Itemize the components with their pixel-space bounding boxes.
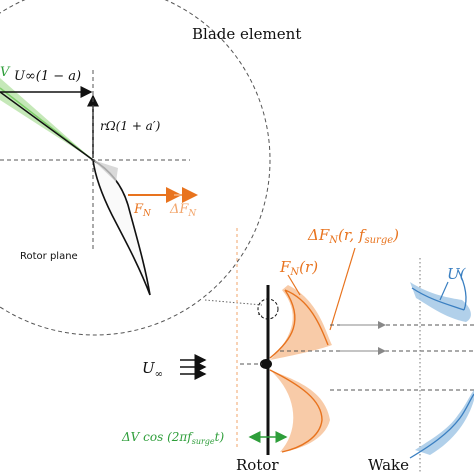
inset-fn-label: FN <box>133 202 152 219</box>
force-band-upper <box>270 285 332 360</box>
axial-velocity-label: U∞(1 − a) <box>14 69 81 84</box>
wake-curve-upper <box>411 269 467 311</box>
wake-label: Wake <box>368 456 409 474</box>
inflow-velocity-cone <box>0 78 93 160</box>
rotor-label: Rotor <box>236 456 279 474</box>
force-band-lower <box>270 370 330 452</box>
rotor-zoom-circle <box>257 298 279 320</box>
connector-line-upper <box>204 299 263 306</box>
wake-leader-line <box>439 281 449 301</box>
force-curve-upper <box>269 289 329 359</box>
dfn-leader-line <box>329 247 356 331</box>
airfoil-profile <box>91 158 151 296</box>
surge-velocity-label: ΔV cos (2πfsurget) <box>121 430 224 446</box>
rotor-hub <box>260 359 272 369</box>
dfn-main-label: ΔFN(r, fsurge) <box>307 226 399 246</box>
inset-circle <box>0 0 271 336</box>
force-curve-lower <box>269 369 323 453</box>
fn-main-label: FN(r) <box>279 258 318 278</box>
connector-line-lower <box>257 313 263 317</box>
relative-velocity-line <box>0 91 94 161</box>
wake-curve-lower <box>409 393 474 459</box>
partial-v-label: V <box>0 65 11 80</box>
tangential-velocity-label: rΩ(1 + a′) <box>100 119 161 133</box>
fn-leader-line <box>287 274 301 296</box>
freestream-label: U∞ <box>142 359 163 380</box>
rotor-plane-label: Rotor plane <box>20 251 78 262</box>
wake-velocity-label: U( <box>447 265 467 283</box>
inset-dfn-label: ΔFN <box>169 202 197 219</box>
blade-element-label: Blade element <box>192 25 301 43</box>
wake-band-lower <box>415 390 474 455</box>
angle-of-attack-wedge <box>93 160 118 182</box>
